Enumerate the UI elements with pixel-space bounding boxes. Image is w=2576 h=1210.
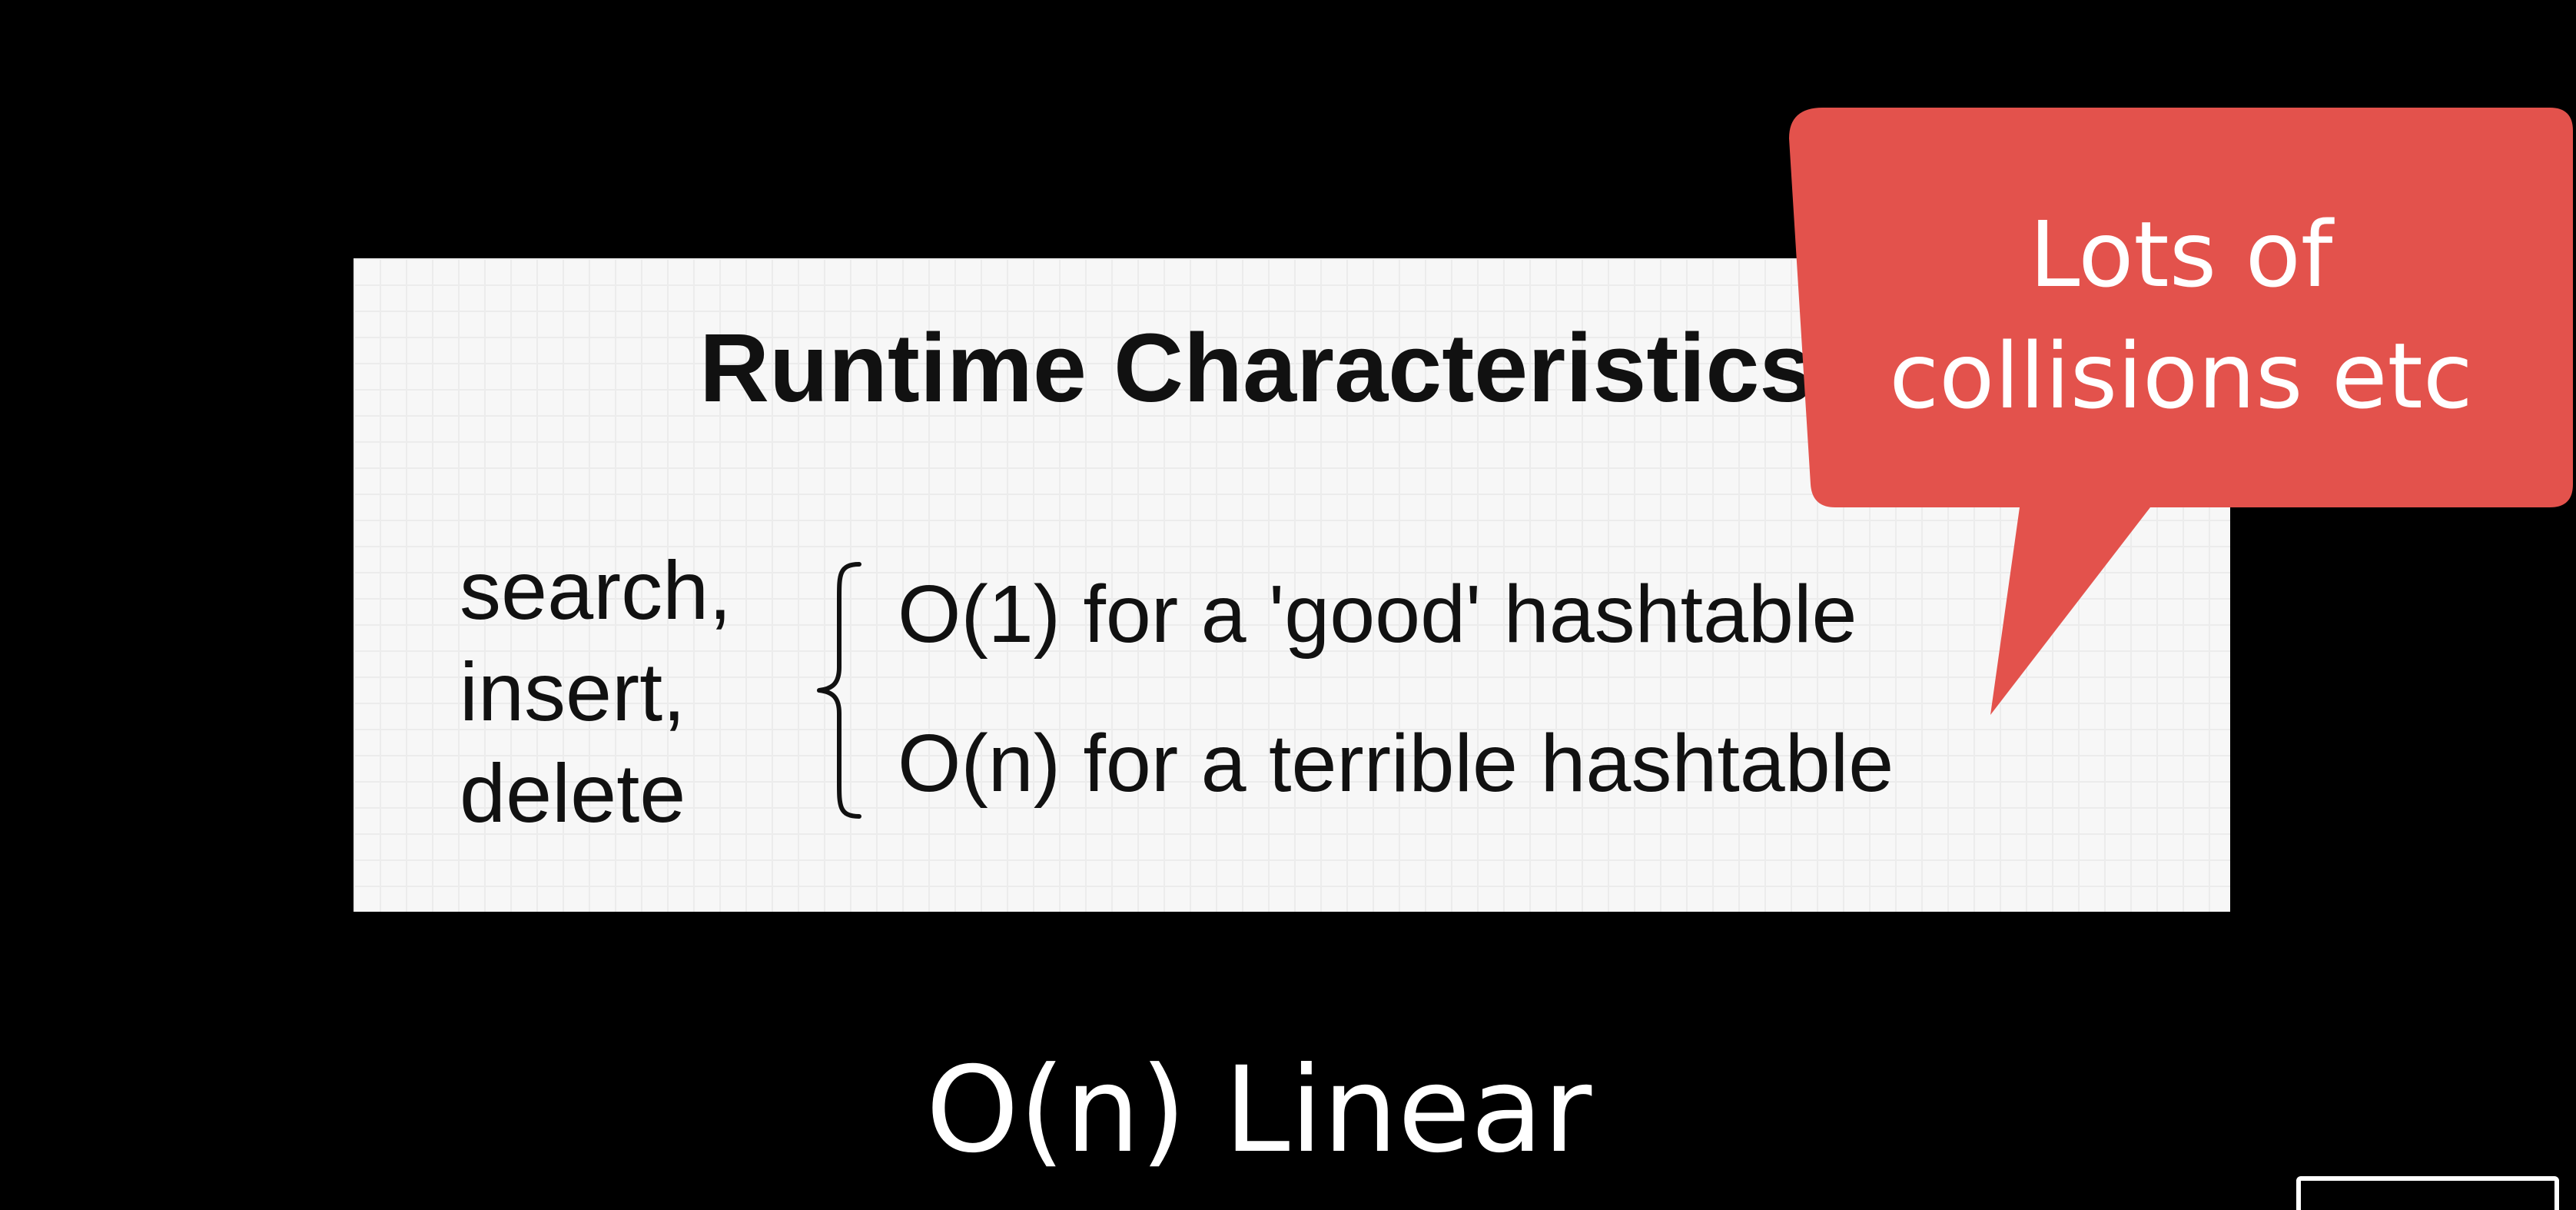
operation-search: search, (460, 544, 732, 637)
case-terrible-hashtable: O(n) for a terrible hashtable (898, 718, 1894, 809)
curly-brace-icon (817, 562, 861, 819)
callout-text: Lots of collisions etc (1789, 194, 2573, 437)
speech-bubble-icon (1789, 108, 2573, 715)
callout-line-1: Lots of (2029, 201, 2333, 307)
operation-delete: delete (460, 746, 686, 839)
callout-bubble: Lots of collisions etc (1789, 108, 2573, 715)
operations-list: search, insert, delete (460, 540, 732, 843)
callout-line-2: collisions etc (1889, 323, 2473, 430)
operation-insert: insert, (460, 644, 686, 738)
case-good-hashtable: O(1) for a 'good' hashtable (898, 569, 1857, 660)
caption-subtitle: O(n) Linear (925, 1042, 1592, 1179)
player-control-box[interactable] (2296, 1176, 2559, 1210)
slide-title: Runtime Characteristics (699, 314, 1814, 422)
